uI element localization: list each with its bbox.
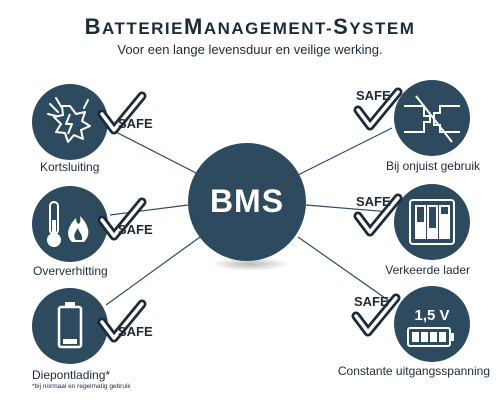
voltage-battery-icon: 1,5 V bbox=[407, 307, 454, 347]
bms-shadow bbox=[210, 257, 290, 271]
short-circuit-icon bbox=[47, 97, 91, 143]
onjuist-gebruik-node bbox=[394, 80, 470, 156]
safe-text: SAFE bbox=[356, 194, 391, 209]
connector-onjuist-gebruik bbox=[297, 127, 393, 176]
page-subtitle: Voor een lange levensduur en veilige wer… bbox=[117, 42, 383, 57]
thermometer-flame-icon bbox=[47, 201, 89, 247]
bms-center-circle: BMS bbox=[188, 143, 306, 261]
safe-badge: SAFE bbox=[96, 298, 156, 350]
verkeerde-lader-label: Verkeerde lader bbox=[385, 263, 470, 277]
connector-kortsluiting bbox=[107, 127, 201, 176]
connector-verkeerde-lader bbox=[305, 204, 391, 213]
safe-text: SAFE bbox=[118, 222, 153, 237]
title-part: B bbox=[84, 14, 103, 39]
page-title: BATTERIEMANAGEMENT-SYSTEM bbox=[0, 14, 500, 40]
voltage-text: 1,5 V bbox=[414, 307, 449, 324]
kortsluiting-label: Kortsluiting bbox=[40, 160, 100, 174]
low-battery-icon bbox=[57, 302, 83, 349]
diepontlading-label: Diepontlading* bbox=[32, 368, 111, 382]
connector-diepontlading bbox=[105, 236, 201, 306]
title-part: S bbox=[333, 14, 350, 39]
title-part: ATTERIE bbox=[102, 19, 184, 38]
kortsluiting-node bbox=[32, 84, 108, 160]
verkeerde-lader-node bbox=[394, 184, 470, 260]
safe-badge: SAFE bbox=[350, 292, 410, 344]
charger-cells-icon bbox=[409, 199, 455, 245]
title-part: M bbox=[184, 14, 204, 39]
oververhitting-label: Oververhitting bbox=[33, 264, 108, 278]
safe-text: SAFE bbox=[118, 324, 153, 339]
title-part: YSTEM bbox=[349, 19, 416, 38]
onjuist-gebruik-label: Bij onjuist gebruik bbox=[385, 159, 480, 173]
diepontlading-footnote: *bij normaal en regelmatig gebruik bbox=[32, 383, 131, 390]
connector-uitgangsspanning bbox=[297, 236, 396, 306]
safe-badge: SAFE bbox=[96, 196, 156, 248]
safe-badge: SAFE bbox=[96, 90, 156, 142]
bms-label: BMS bbox=[209, 183, 285, 219]
connector-oververhitting bbox=[109, 204, 189, 216]
wrong-connection-icon bbox=[404, 95, 460, 143]
safe-text: SAFE bbox=[118, 116, 153, 131]
safe-badge: SAFE bbox=[352, 192, 412, 244]
uitgangsspanning-node: 1,5 V bbox=[394, 286, 470, 362]
title-part: ANAGEMENT- bbox=[203, 19, 334, 38]
diepontlading-node bbox=[32, 288, 108, 364]
oververhitting-node bbox=[32, 186, 108, 262]
safe-badge: SAFE bbox=[352, 86, 412, 138]
uitgangsspanning-label: Constante uitgangsspanning bbox=[337, 364, 490, 378]
safe-text: SAFE bbox=[356, 88, 391, 103]
safe-text: SAFE bbox=[354, 294, 389, 309]
